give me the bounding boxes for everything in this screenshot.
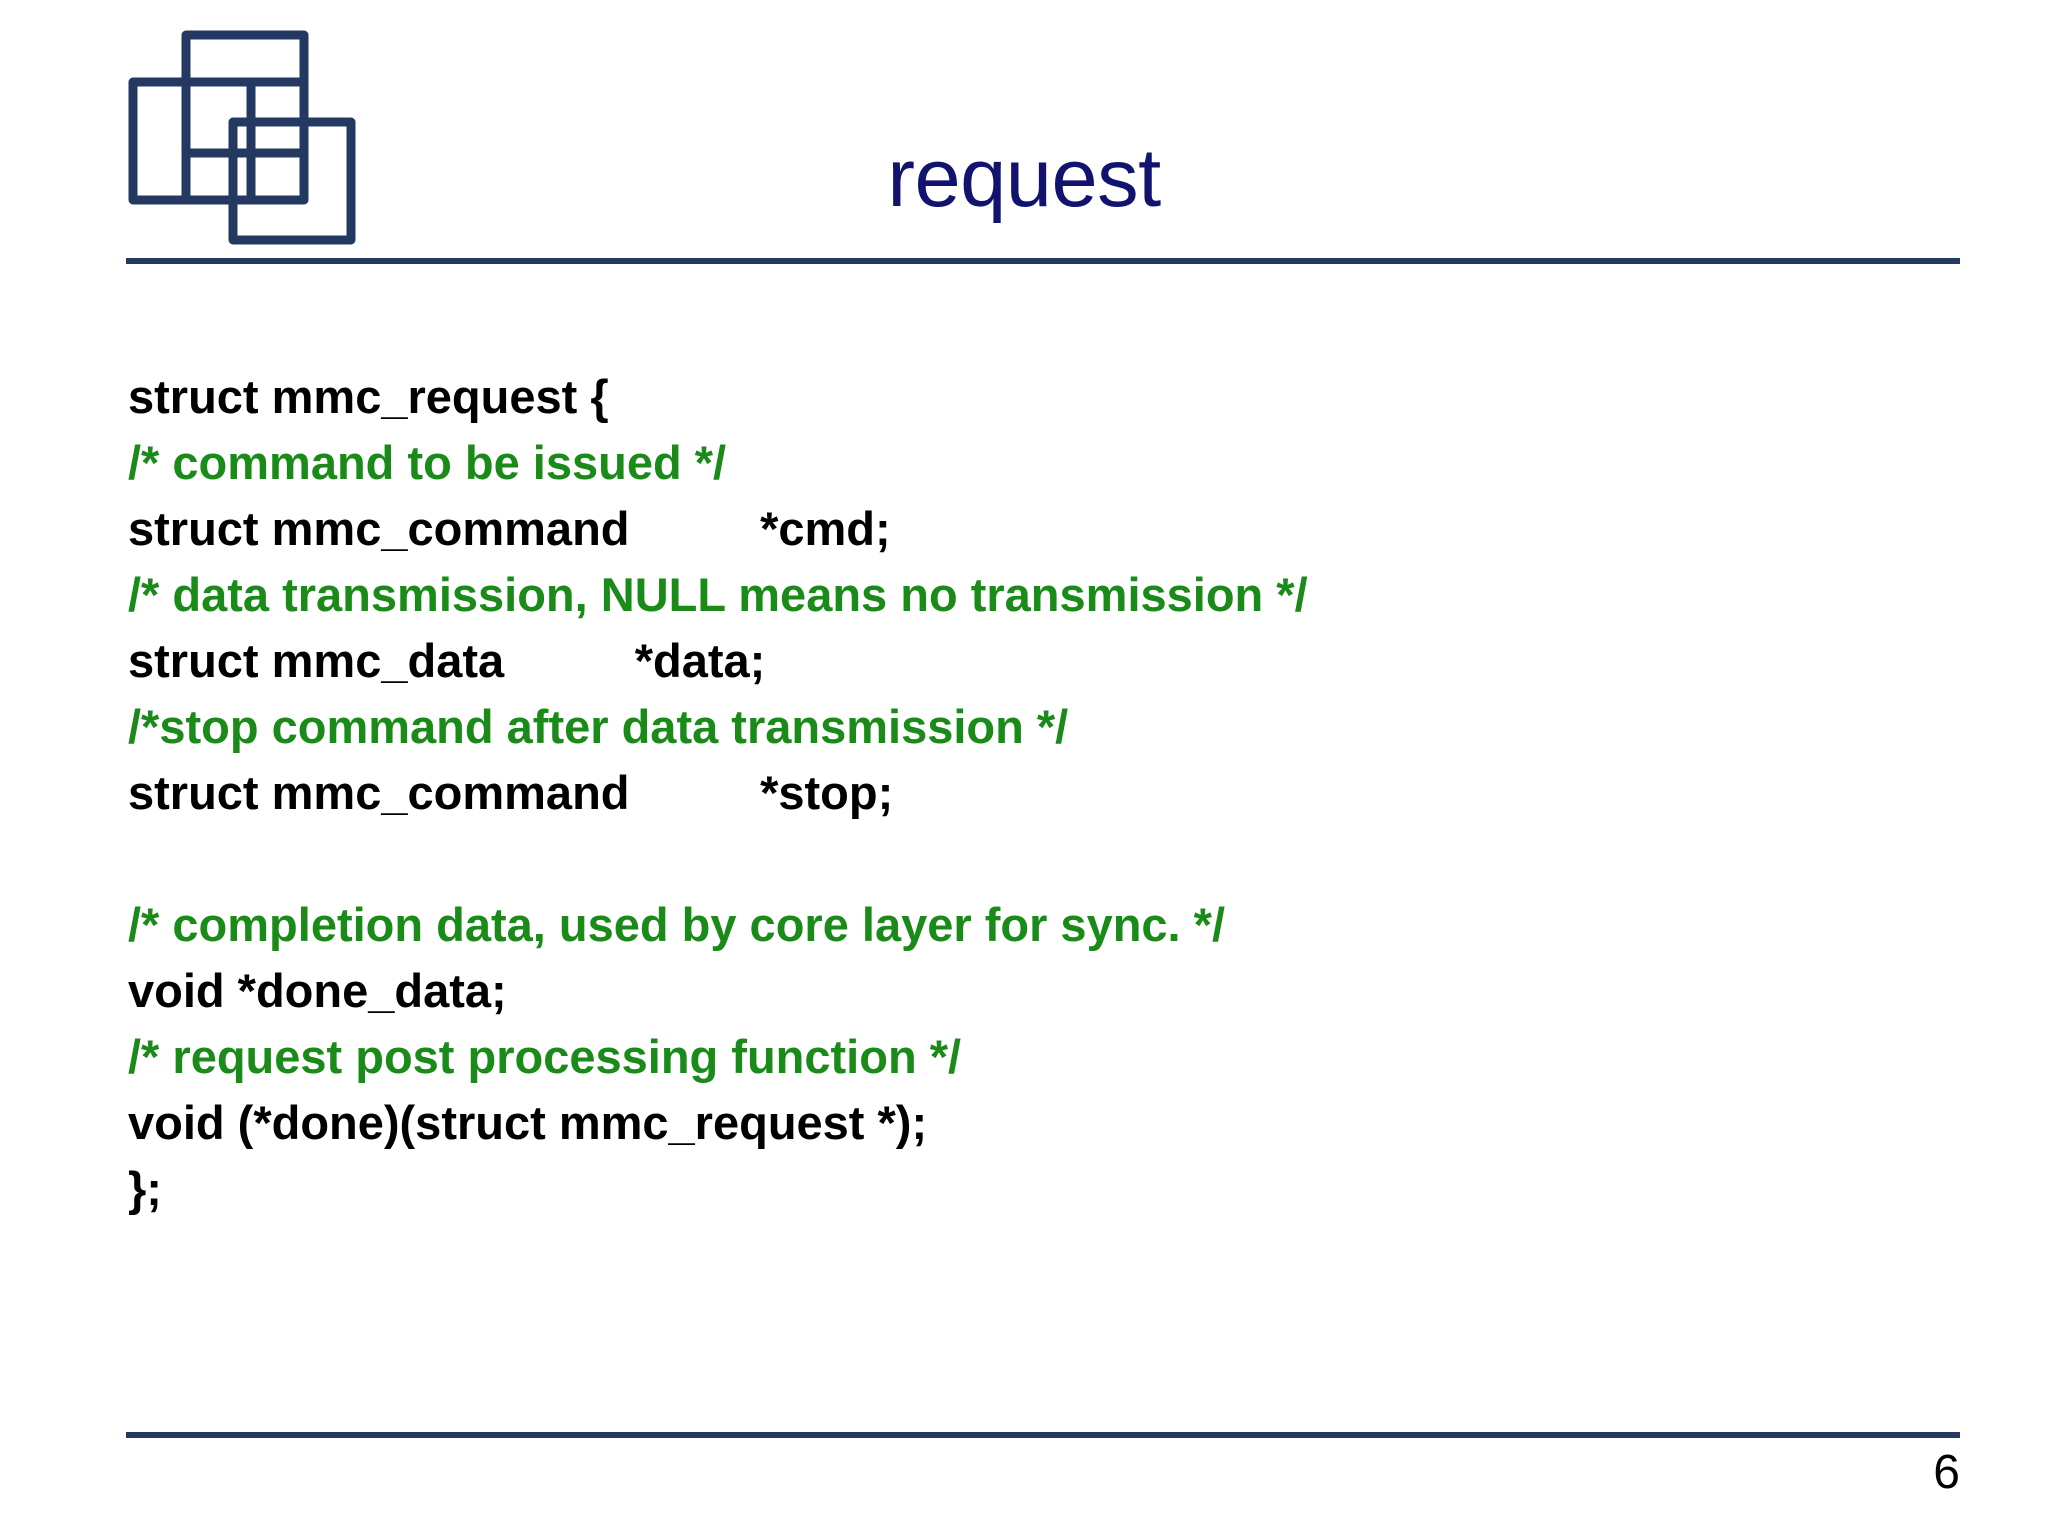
code-line: struct mmc_command *stop;: [128, 766, 894, 819]
header-divider: [126, 258, 1960, 264]
logo-svg: [128, 30, 356, 245]
logo-square-3: [181, 77, 309, 205]
code-line: struct mmc_command *cmd;: [128, 502, 891, 555]
code-line: };: [128, 1162, 162, 1215]
code-line: /* completion data, used by core layer f…: [128, 898, 1226, 951]
code-line: /*stop command after data transmission *…: [128, 700, 1069, 753]
code-line: void *done_data;: [128, 964, 507, 1017]
code-listing: struct mmc_request { /* command to be iss…: [128, 364, 1928, 1222]
code-line: struct mmc_data *data;: [128, 634, 766, 687]
code-line: /* command to be issued */: [128, 436, 727, 489]
four-overlapping-squares-logo-icon: [128, 30, 358, 250]
logo-square-4: [228, 117, 356, 245]
code-line: void (*done)(struct mmc_request *);: [128, 1096, 928, 1149]
page-number: 6: [1933, 1446, 1960, 1499]
code-line: /* request post processing function */: [128, 1030, 962, 1083]
slide-header: request: [0, 0, 2048, 270]
code-line: [128, 826, 1928, 892]
code-line: struct mmc_request {: [128, 370, 609, 423]
page-title: request: [887, 131, 1161, 224]
footer-divider: [126, 1432, 1960, 1438]
code-line: /* data transmission, NULL means no tran…: [128, 568, 1308, 621]
